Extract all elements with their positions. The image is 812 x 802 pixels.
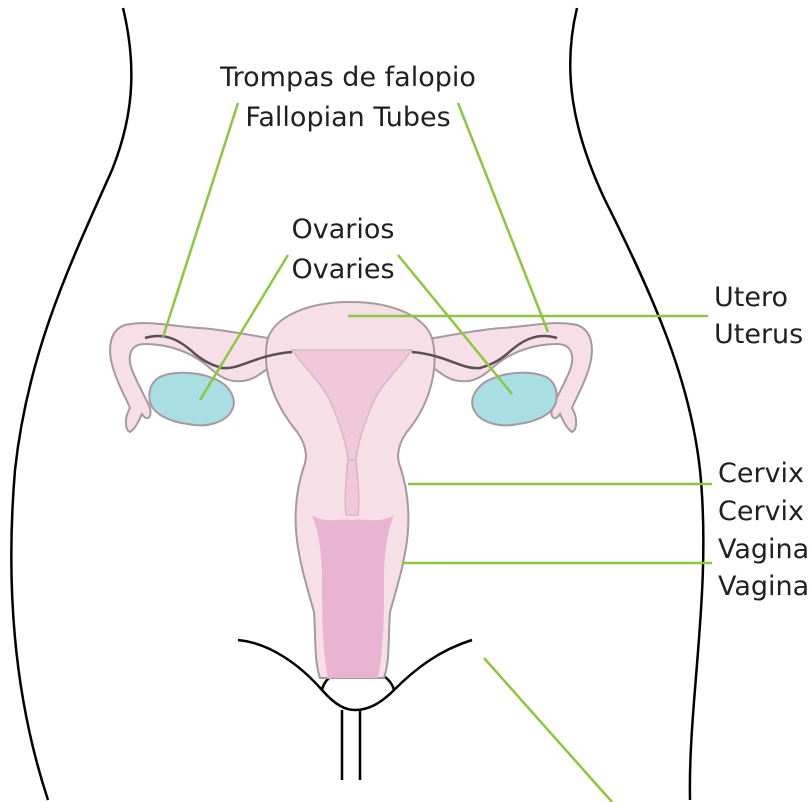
label-vagina-en: Vagina [718,571,809,602]
exit-leader [484,658,612,802]
label-cervix-es: Cervix [718,458,804,489]
label-uterus-en: Uterus [714,319,803,350]
cervical-canal [345,460,359,515]
label-vagina-es: Vagina [718,534,809,565]
label-fallopian-es: Trompas de falopio [219,62,476,93]
fallopian-leader-right [458,103,548,332]
label-fallopian-en: Fallopian Tubes [245,102,450,133]
right-ovary [472,373,556,426]
right-hip-outline [570,8,703,800]
fallopian-leader-left [163,103,238,337]
left-hip-outline [11,8,131,800]
label-ovaries-en: Ovaries [291,254,394,285]
label-uterus-es: Utero [714,282,788,313]
label-ovaries-es: Ovarios [292,214,395,245]
left-ovary [149,373,233,426]
reproductive-organs [110,302,592,678]
label-cervix-en: Cervix [718,496,804,527]
leader-lines [163,103,712,802]
